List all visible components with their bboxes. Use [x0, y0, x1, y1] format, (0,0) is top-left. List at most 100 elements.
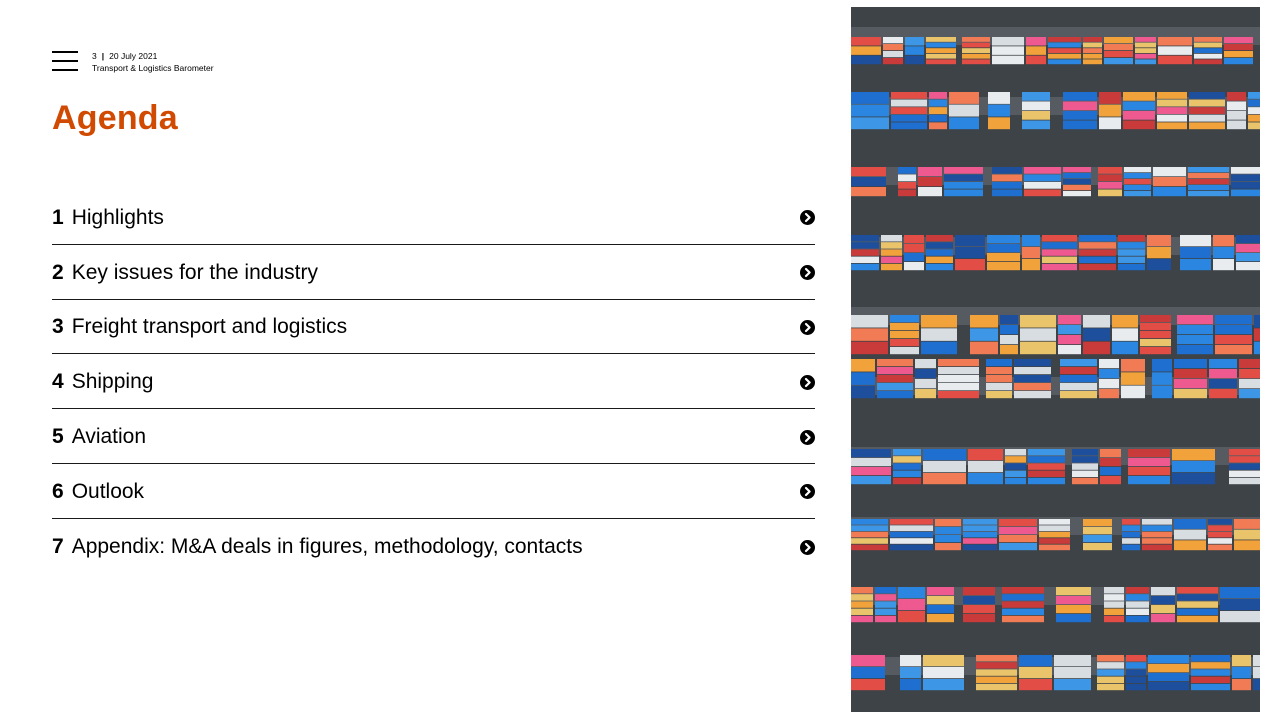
shipping-container — [992, 182, 1022, 189]
shipping-container — [1135, 42, 1156, 48]
chevron-right-circle-icon[interactable] — [800, 374, 815, 390]
shipping-container — [1128, 476, 1170, 485]
shipping-container — [1147, 235, 1171, 247]
shipping-container — [890, 519, 933, 525]
shipping-container — [1005, 449, 1026, 456]
shipping-container — [1152, 385, 1172, 399]
agenda-label: Aviation — [71, 425, 147, 449]
chevron-right-circle-icon[interactable] — [800, 539, 815, 555]
shipping-container — [1227, 92, 1246, 101]
shipping-container — [1191, 676, 1230, 683]
shipping-container — [986, 359, 1012, 367]
shipping-container — [1022, 111, 1050, 120]
shipping-container — [1248, 122, 1260, 130]
shipping-container — [938, 375, 979, 383]
shipping-container — [1060, 383, 1097, 391]
shipping-container — [1126, 608, 1149, 615]
shipping-container — [1248, 99, 1260, 107]
shipping-container — [1104, 37, 1133, 44]
shipping-container — [1042, 235, 1077, 242]
shipping-container — [890, 323, 919, 331]
shipping-container — [1042, 263, 1077, 271]
shipping-container — [1177, 335, 1213, 345]
shipping-container — [1231, 167, 1260, 174]
shipping-container — [1121, 359, 1145, 372]
shipping-container — [1099, 359, 1119, 369]
shipping-container — [1072, 463, 1098, 470]
shipping-container — [1254, 328, 1260, 341]
shipping-container — [1236, 253, 1260, 262]
shipping-container — [1172, 461, 1215, 473]
container-port-photo — [851, 7, 1260, 712]
shipping-container — [1253, 655, 1260, 667]
shipping-container — [1122, 525, 1140, 531]
shipping-container — [1024, 174, 1061, 182]
shipping-container — [1126, 683, 1146, 691]
shipping-container — [1188, 179, 1229, 185]
shipping-container — [1063, 179, 1091, 185]
shipping-container — [968, 461, 1003, 473]
shipping-container — [891, 92, 927, 99]
shipping-container — [944, 167, 983, 174]
shipping-container — [1209, 359, 1237, 369]
shipping-container — [1122, 531, 1140, 538]
shipping-container — [1229, 477, 1260, 485]
shipping-container — [1253, 667, 1260, 679]
chevron-right-circle-icon[interactable] — [800, 484, 815, 500]
shipping-container — [927, 614, 954, 623]
shipping-container — [1194, 59, 1222, 65]
shipping-container — [1083, 527, 1112, 535]
shipping-container — [1209, 389, 1237, 399]
shipping-container — [944, 182, 983, 189]
shipping-container — [1054, 667, 1091, 679]
shipping-container — [1099, 104, 1121, 117]
shipping-container — [1239, 379, 1260, 389]
shipping-container — [1232, 679, 1251, 691]
shipping-container — [1232, 655, 1251, 667]
shipping-container — [890, 544, 933, 551]
shipping-container — [893, 456, 921, 463]
chevron-right-circle-icon[interactable] — [800, 319, 815, 335]
shipping-container — [1063, 92, 1097, 101]
shipping-container — [1128, 449, 1170, 458]
chevron-right-circle-icon[interactable] — [800, 210, 815, 226]
shipping-container — [1000, 315, 1018, 325]
shipping-container — [851, 315, 888, 328]
shipping-container — [1002, 601, 1044, 608]
shipping-container — [1079, 249, 1116, 256]
shipping-container — [851, 46, 881, 55]
hamburger-menu-icon[interactable] — [52, 51, 78, 71]
shipping-container — [1248, 92, 1260, 99]
shipping-container — [918, 167, 942, 177]
agenda-label: Shipping — [71, 370, 154, 394]
shipping-container — [1063, 185, 1091, 191]
shipping-container — [1072, 477, 1098, 485]
shipping-container — [1056, 605, 1091, 614]
shipping-container — [1153, 167, 1186, 177]
shipping-container — [1236, 262, 1260, 271]
shipping-container — [1174, 369, 1207, 379]
shipping-container — [1189, 92, 1225, 99]
shipping-container — [1123, 111, 1155, 120]
shipping-container — [935, 535, 961, 543]
chevron-right-circle-icon[interactable] — [800, 429, 815, 445]
chevron-right-circle-icon[interactable] — [800, 265, 815, 281]
shipping-container — [1079, 256, 1116, 263]
shipping-container — [893, 470, 921, 477]
shipping-container — [851, 177, 886, 187]
shipping-container — [905, 37, 924, 46]
shipping-container — [1083, 53, 1102, 59]
shipping-container — [1191, 655, 1230, 662]
shipping-container — [976, 683, 1017, 691]
shipping-container — [898, 611, 925, 623]
shipping-container — [877, 391, 913, 399]
shipping-container — [935, 527, 961, 535]
shipping-container — [923, 667, 964, 679]
